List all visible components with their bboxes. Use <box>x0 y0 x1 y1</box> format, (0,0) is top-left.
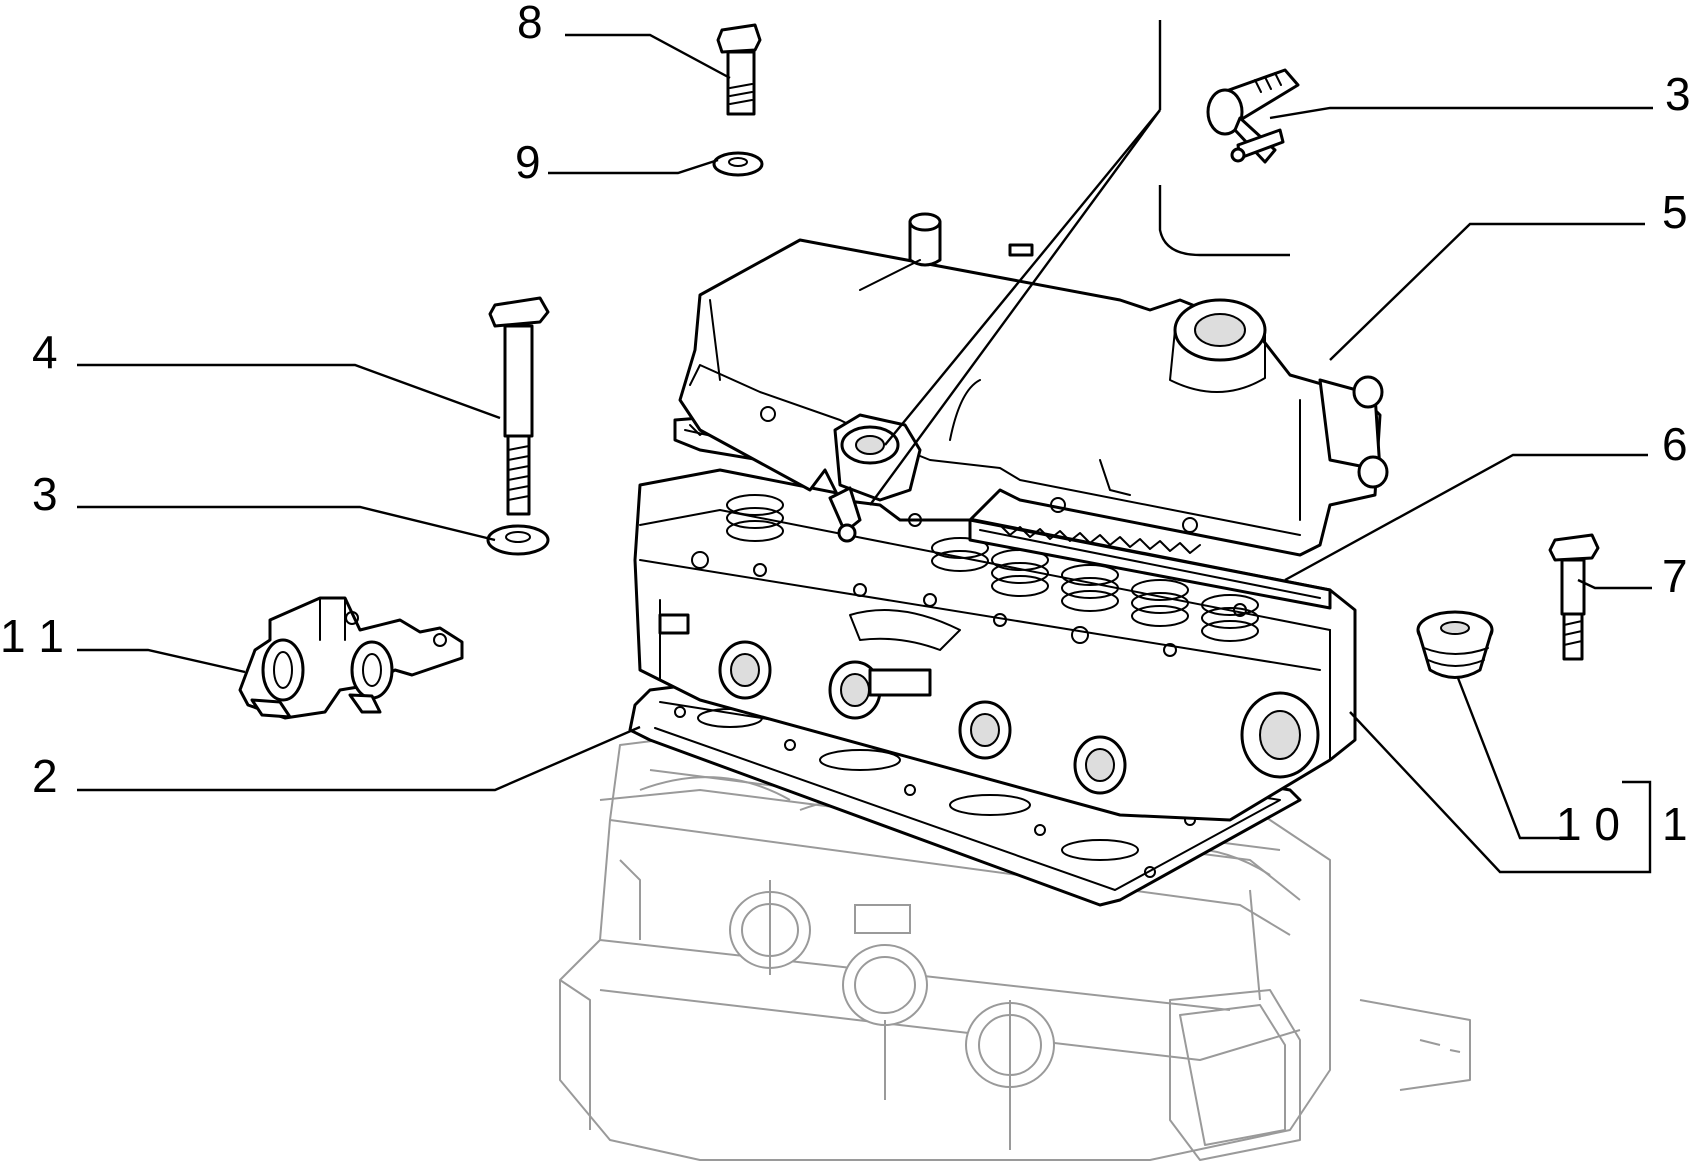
cover-bolt <box>716 23 762 116</box>
callout-8: 8 <box>517 0 543 48</box>
breather-fitting <box>1206 68 1300 164</box>
callout-5: 5 <box>1662 186 1688 238</box>
engine-block <box>559 734 1471 1161</box>
stud-bolt <box>1548 533 1600 661</box>
cover-washer <box>712 151 764 177</box>
callout-9: 9 <box>515 136 541 188</box>
callout-7: 7 <box>1662 550 1688 602</box>
callout-2: 2 <box>32 750 58 802</box>
callout-labels: 8 9 4 3 1 1 2 3 5 6 7 1 0 1 <box>0 0 1691 850</box>
lifting-bracket <box>238 596 464 720</box>
callout-1: 1 <box>1662 798 1688 850</box>
callout-3-left: 3 <box>32 468 58 520</box>
callout-3-right: 3 <box>1665 68 1691 120</box>
cylinder-head <box>633 468 1357 822</box>
head-bolt <box>488 296 550 516</box>
plug <box>1416 610 1494 679</box>
valve-cover <box>678 212 1389 557</box>
head-washer <box>486 524 550 556</box>
callout-10: 1 0 <box>1556 798 1620 850</box>
callout-6: 6 <box>1662 418 1688 470</box>
pointer-lines <box>869 20 1290 506</box>
leader-lines <box>77 33 1653 874</box>
callout-4: 4 <box>32 326 58 378</box>
callout-11: 1 1 <box>0 610 64 662</box>
